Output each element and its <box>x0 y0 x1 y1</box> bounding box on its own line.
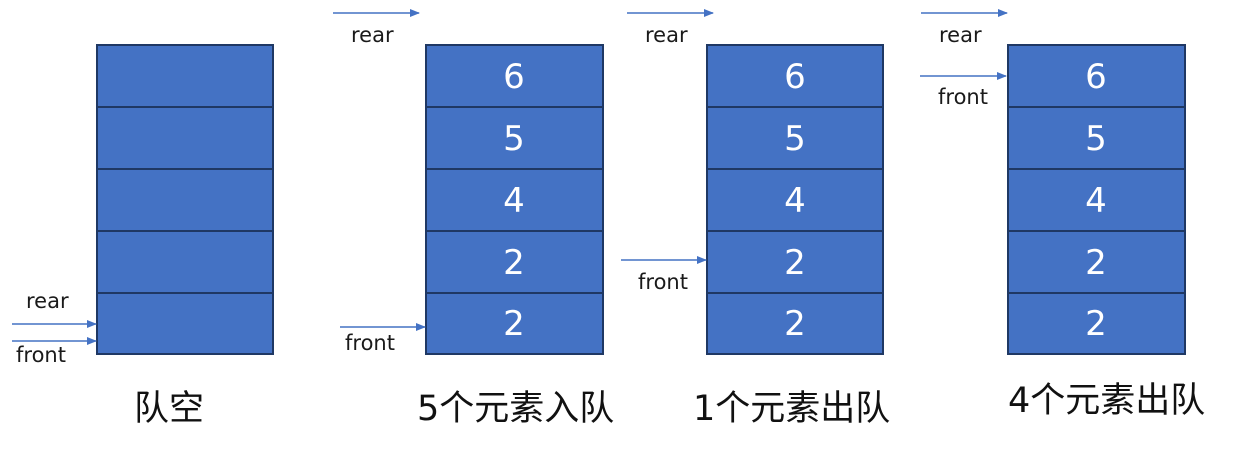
queue-cell <box>425 292 604 355</box>
queue-cell <box>96 292 274 355</box>
queue-cell <box>1007 44 1186 108</box>
queue-cell <box>1007 230 1186 294</box>
stack-caption: 4个元素出队 <box>1008 381 1205 421</box>
cell-value: 6 <box>784 57 806 97</box>
stack-caption: 队空 <box>134 389 204 429</box>
cell-value: 6 <box>503 57 525 97</box>
stack-enqueue-5: 6 5 4 2 2 rear front 5个元素入队 <box>333 9 614 429</box>
front-pointer: front <box>12 337 97 367</box>
rear-pointer: rear <box>627 9 714 47</box>
cell-value: 2 <box>784 243 806 283</box>
queue-cell <box>96 106 274 170</box>
cell-value: 6 <box>1085 57 1107 97</box>
queue-cell <box>1007 106 1186 170</box>
front-pointer: front <box>340 323 426 355</box>
front-label: front <box>16 343 66 367</box>
queue-cell <box>425 106 604 170</box>
front-pointer: front <box>621 256 707 294</box>
front-label: front <box>638 270 688 294</box>
queue-cell <box>96 230 274 294</box>
cell-value: 2 <box>1085 243 1107 283</box>
queue-cell <box>706 168 884 232</box>
queue-cell <box>425 168 604 232</box>
queue-cell <box>706 106 884 170</box>
queue-cell <box>96 44 274 108</box>
rear-pointer: rear <box>921 9 1008 47</box>
cell-value: 2 <box>503 243 525 283</box>
queue-cell <box>96 168 274 232</box>
stack-dequeue-1: 6 5 4 2 2 rear front 1个元素出队 <box>621 9 890 429</box>
stack-empty: rear front 队空 <box>12 44 274 429</box>
queue-cell <box>1007 168 1186 232</box>
stack-caption: 1个元素出队 <box>693 389 890 429</box>
queue-cell <box>1007 292 1186 355</box>
stack-empty-cells <box>96 44 274 355</box>
stack-caption: 5个元素入队 <box>417 389 614 429</box>
front-label: front <box>938 85 988 109</box>
queue-cell <box>706 292 884 355</box>
cell-value: 2 <box>1085 304 1107 344</box>
rear-pointer: rear <box>333 9 420 47</box>
rear-label: rear <box>645 23 688 47</box>
rear-label: rear <box>939 23 982 47</box>
cell-value: 4 <box>503 181 525 221</box>
cell-value: 5 <box>784 119 806 159</box>
cell-value: 4 <box>1085 181 1107 221</box>
queue-cell <box>425 230 604 294</box>
rear-label: rear <box>351 23 394 47</box>
cell-value: 5 <box>503 119 525 159</box>
cell-value: 5 <box>1085 119 1107 159</box>
stack-dequeue-4: 6 5 4 2 2 rear front 4个元素出队 <box>920 9 1205 421</box>
queue-cell <box>425 44 604 108</box>
front-pointer: front <box>920 72 1007 109</box>
cell-value: 2 <box>784 304 806 344</box>
cell-value: 2 <box>503 304 525 344</box>
queue-cell <box>706 44 884 108</box>
rear-label: rear <box>26 289 69 313</box>
cell-value: 4 <box>784 181 806 221</box>
queue-cell <box>706 230 884 294</box>
front-label: front <box>345 331 395 355</box>
rear-pointer: rear <box>12 289 97 328</box>
